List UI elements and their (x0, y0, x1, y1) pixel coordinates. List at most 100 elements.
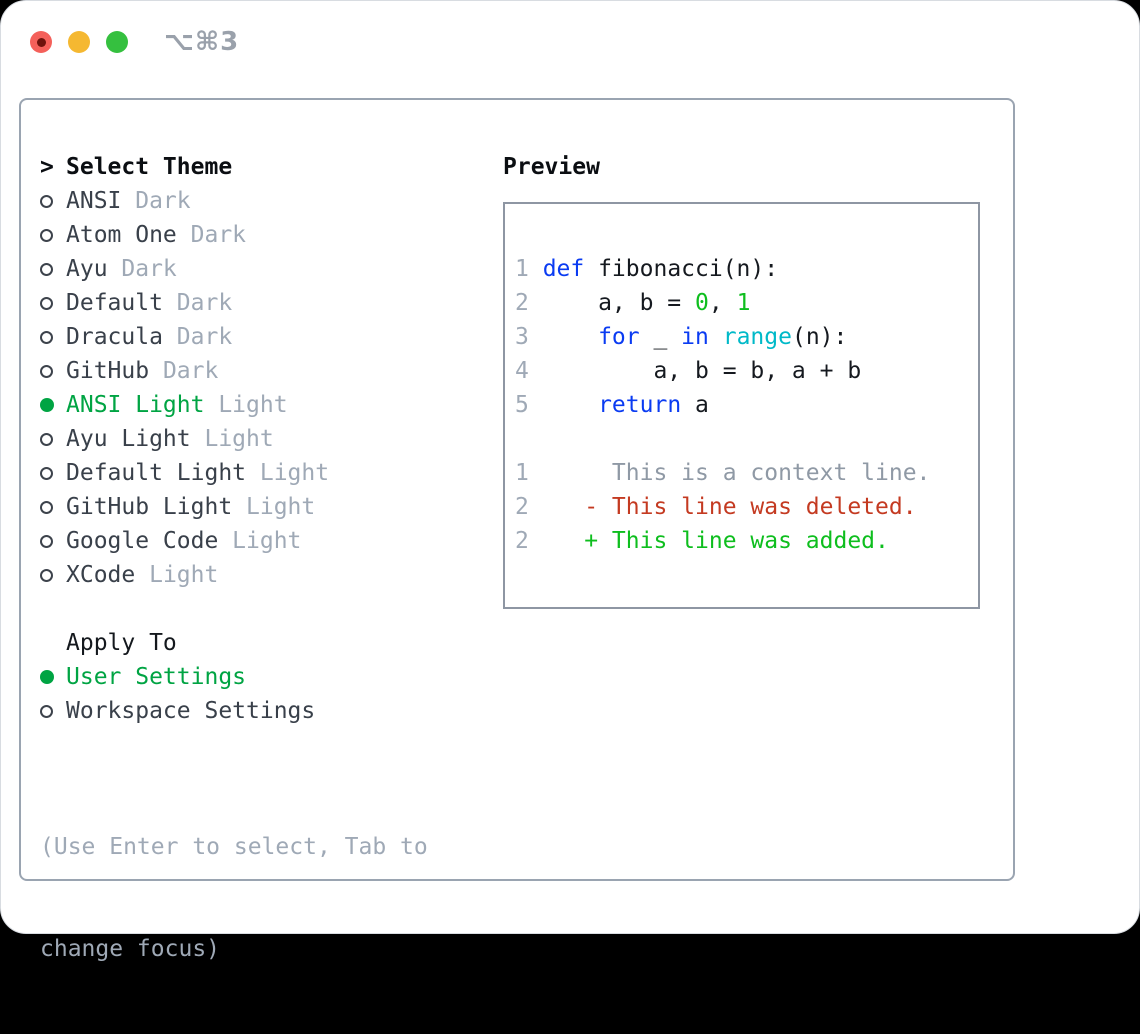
line-content: a, b = b, a + b (542, 358, 862, 384)
option-label: Workspace Settings (66, 698, 316, 724)
code-line: 3 for _ in range(n): (515, 320, 978, 354)
line-number: 2 (515, 494, 529, 520)
radio-column (40, 364, 66, 378)
help-line-2: change focus) (40, 936, 221, 962)
radio-column (40, 568, 66, 582)
line-content: def fibonacci(n): (542, 256, 779, 282)
window-titlebar: ⌥⌘3 (30, 27, 239, 57)
line-number: 2 (515, 528, 529, 554)
maximize-button[interactable] (106, 31, 128, 53)
apply-to-option[interactable]: User Settings (40, 660, 503, 694)
radio-column (40, 330, 66, 344)
traffic-lights (30, 31, 128, 53)
help-text: (Use Enter to select, Tab to change focu… (40, 762, 503, 1034)
radio-icon (40, 364, 53, 378)
apply-to-option[interactable]: Workspace Settings (40, 694, 503, 728)
close-button[interactable] (30, 31, 52, 53)
radio-column (40, 466, 66, 480)
radio-icon (40, 534, 53, 548)
code-line: 4 a, b = b, a + b (515, 354, 978, 388)
line-number: 2 (515, 290, 529, 316)
spacer (40, 728, 503, 762)
spacer (40, 592, 503, 626)
unsaved-changes-dot-icon (36, 37, 46, 47)
line-content: - This line was deleted. (584, 494, 917, 520)
line-number: 5 (515, 392, 529, 418)
diff-sample: 1 This is a context line. 2 - This line … (515, 456, 978, 558)
code-line: 1 def fibonacci(n): (515, 252, 978, 286)
diff-line: 2 - This line was deleted. (515, 490, 978, 524)
line-content: This is a context line. (542, 460, 931, 486)
radio-column (40, 704, 66, 718)
preview-header-row: Preview (503, 150, 1013, 184)
radio-icon (40, 568, 53, 582)
radio-icon (40, 262, 53, 276)
window-title-shortcut: ⌥⌘3 (164, 27, 240, 57)
diff-line: 2 + This line was added. (515, 524, 978, 558)
radio-icon (40, 432, 53, 446)
minimize-button[interactable] (68, 31, 90, 53)
radio-column (40, 432, 66, 446)
line-number: 3 (515, 324, 529, 350)
radio-icon (40, 398, 54, 412)
select-theme-title: Select Theme (66, 154, 233, 180)
preview-code-box: 1 def fibonacci(n): 2 a, b = 0, 1 3 for … (503, 202, 980, 609)
radio-column (40, 500, 66, 514)
radio-column (40, 398, 66, 412)
radio-icon (40, 500, 53, 514)
radio-column (40, 296, 66, 310)
apply-to-title: Apply To (66, 630, 177, 656)
radio-column (40, 534, 66, 548)
radio-icon (40, 670, 54, 684)
selection-caret-icon: > (40, 154, 54, 180)
radio-icon (40, 296, 53, 310)
radio-column (40, 228, 66, 242)
option-label: User Settings (66, 664, 247, 690)
code-line: 2 a, b = 0, 1 (515, 286, 978, 320)
diff-line: 1 This is a context line. (515, 456, 978, 490)
select-theme-header-row: > Select Theme (40, 150, 503, 184)
line-content: for _ in range(n): (598, 324, 848, 350)
apply-to-options-list: User Settings Workspace Settings (40, 660, 503, 728)
line-number: 4 (515, 358, 529, 384)
preview-column: Preview 1 def fibonacci(n): 2 a, b = 0, … (503, 150, 1013, 879)
radio-icon (40, 228, 53, 242)
preview-title: Preview (503, 154, 600, 180)
radio-column (40, 262, 66, 276)
radio-column (40, 670, 66, 684)
line-content: + This line was added. (584, 528, 889, 554)
line-number: 1 (515, 460, 529, 486)
line-content: a, b = 0, 1 (542, 290, 751, 316)
radio-icon (40, 330, 53, 344)
line-number: 1 (515, 256, 529, 282)
radio-icon (40, 466, 53, 480)
code-line: 5 return a (515, 388, 978, 422)
radio-icon (40, 704, 53, 718)
